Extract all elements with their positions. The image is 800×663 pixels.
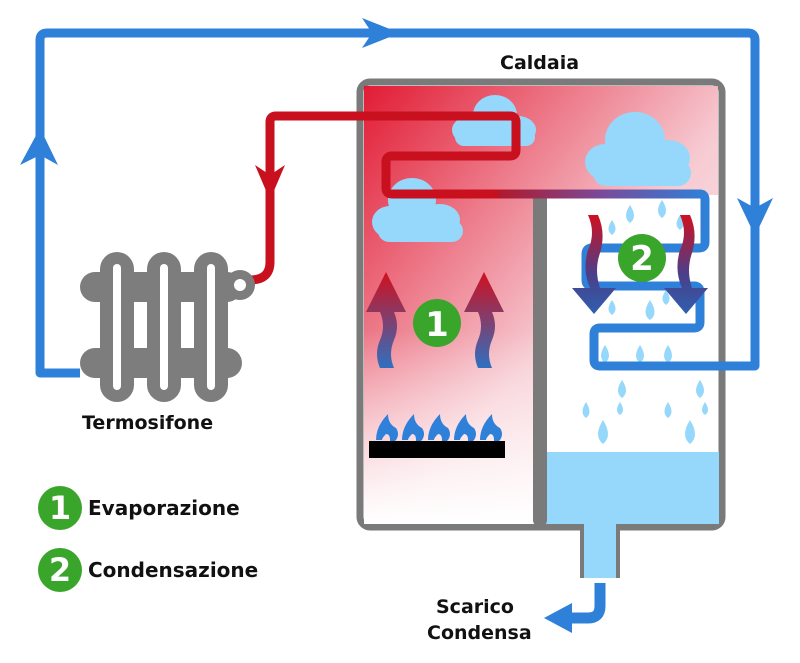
boiler-title: Caldaia: [500, 52, 580, 74]
flame-icon: [376, 414, 502, 443]
arrow-down-icon: [255, 165, 285, 200]
burner-plate: [369, 441, 505, 458]
cloud-icon: [585, 112, 691, 186]
divider-wall: [533, 192, 547, 527]
legend-badge: 1: [38, 486, 82, 530]
arrow-up-icon: [464, 272, 504, 368]
hot-supply-pipe: [249, 111, 710, 285]
badge-number: 1: [425, 305, 449, 345]
drain-arrow-icon: [544, 583, 606, 633]
radiator-icon: [80, 252, 255, 402]
badge-evaporation: 1: [413, 299, 461, 347]
arrow-up-icon: [20, 128, 58, 165]
cold-return-pipe: [20, 18, 773, 378]
legend-item-evaporation: 1 Evaporazione: [38, 486, 240, 530]
arrow-down-icon: [737, 198, 773, 236]
arrow-up-icon: [366, 272, 406, 368]
cloud-icon: [372, 178, 463, 242]
arrow-right-icon: [362, 18, 400, 48]
badge-number: 2: [630, 239, 654, 279]
arrow-down-icon: [664, 215, 708, 314]
drain-label-line1: Scarico: [436, 596, 514, 618]
water-drop-icon: [582, 200, 708, 444]
legend-label: Condensazione: [88, 558, 259, 582]
badge-condensation: 2: [618, 234, 666, 282]
drain-label-line2: Condensa: [427, 622, 532, 644]
arrow-down-icon: [572, 215, 616, 314]
radiator-label: Termosifone: [82, 412, 214, 434]
legend-label: Evaporazione: [88, 496, 240, 520]
legend-badge: 2: [38, 548, 82, 592]
legend-item-condensation: 2 Condensazione: [38, 548, 258, 592]
